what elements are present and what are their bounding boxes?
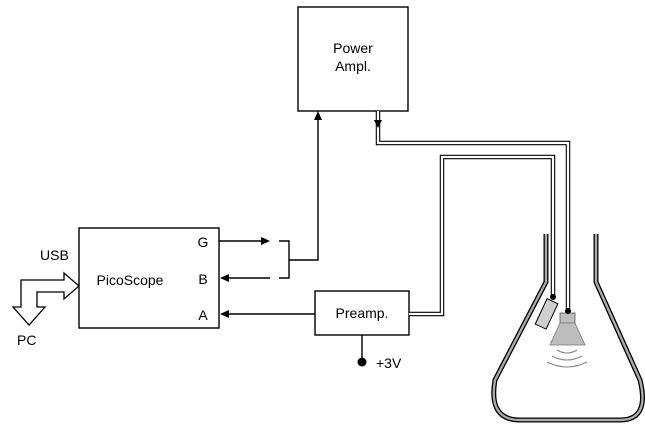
speaker-cone: [549, 322, 586, 346]
flask: [491, 234, 645, 423]
picoscope-label: PicoScope: [97, 272, 164, 288]
microphone-cable: [409, 154, 556, 317]
bracket-path: [279, 240, 290, 279]
speaker-connection-dot: [565, 308, 571, 314]
mic-cable-outer: [409, 154, 556, 317]
usb-label: USB: [40, 247, 69, 263]
supply-terminal-dot: [357, 357, 367, 367]
g-output-wire: [219, 237, 270, 245]
speaker-cable-outer: [375, 111, 571, 309]
sound-wave-2: [551, 355, 583, 361]
port-a-label: A: [198, 307, 208, 323]
speaker-cable: [374, 111, 571, 309]
picoscope-block: PicoScope G B A: [78, 227, 220, 329]
port-g-label: G: [198, 234, 209, 250]
speaker: [546, 308, 588, 368]
a-input-wire: [220, 310, 315, 318]
speaker-cable-inner: [376, 111, 570, 309]
sound-wave-1: [556, 349, 578, 354]
power-amp-output-arrowhead: [374, 120, 382, 128]
power-amplifier-label-line2: Ampl.: [335, 58, 371, 74]
port-b-label: B: [198, 271, 207, 287]
power-amplifier-box: [297, 6, 409, 112]
power-amplifier-block: Power Ampl.: [297, 6, 409, 112]
a-wire-arrowhead: [220, 310, 229, 318]
speaker-magnet: [559, 312, 576, 324]
power-amplifier-label-line1: Power: [333, 40, 373, 56]
usb-double-arrow: USB PC: [11, 247, 80, 348]
b-input-wire: [220, 274, 270, 282]
mic-cable-inner: [409, 155, 555, 316]
microphone-body: [534, 298, 559, 330]
microphone-connection-dot: [550, 294, 556, 300]
flask-outline-inner: [492, 234, 644, 422]
sound-wave-3: [546, 361, 588, 368]
microphone: [534, 294, 559, 330]
b-wire-arrowhead: [220, 274, 229, 282]
preamp-label: Preamp.: [336, 305, 389, 321]
g-wire-arrowhead: [261, 237, 270, 245]
pc-label: PC: [17, 332, 36, 348]
supply-label: +3V: [376, 355, 402, 371]
usb-arrow-shape: [11, 271, 80, 326]
supply-3v: +3V: [357, 335, 402, 371]
gen-split-bracket: [279, 111, 322, 279]
power-amp-input-wire: [289, 119, 319, 261]
preamp-block: Preamp.: [314, 290, 410, 336]
picoscope-box: [78, 227, 220, 329]
power-amp-input-arrowhead: [314, 111, 322, 120]
